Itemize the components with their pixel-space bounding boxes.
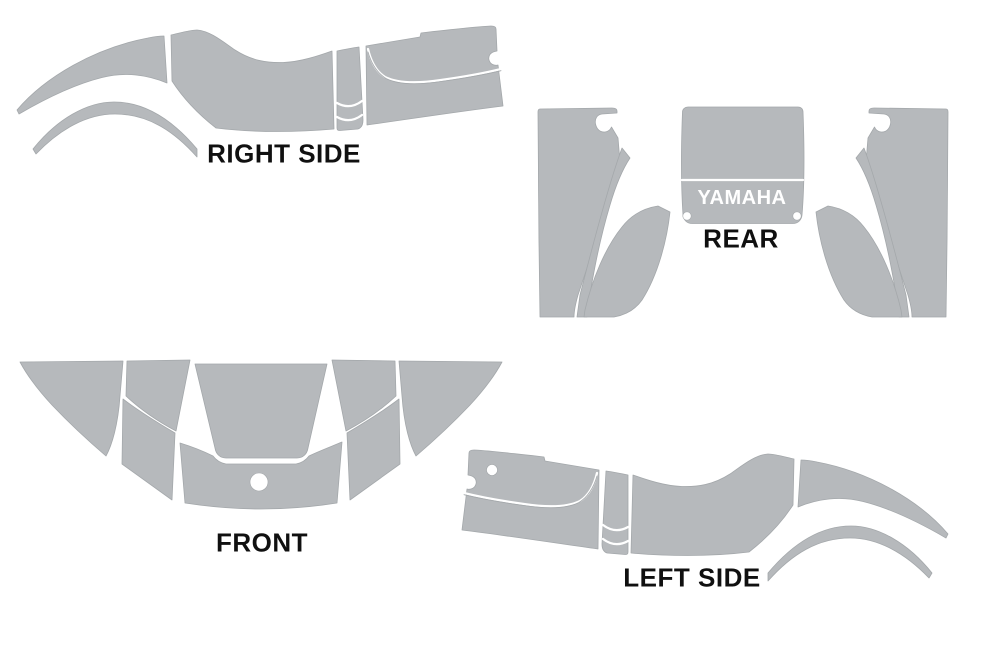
front-view <box>19 359 503 510</box>
left-side-view <box>460 448 950 583</box>
left-side-label: LEFT SIDE <box>623 562 761 593</box>
yamaha-logo: YAMAHA <box>698 187 787 209</box>
mounting-hole-right <box>792 211 802 221</box>
right-side-label: RIGHT SIDE <box>207 138 361 169</box>
mounting-hole-left <box>682 211 692 221</box>
side-panel-hole <box>486 464 498 476</box>
left-side-view-shapes <box>460 448 950 583</box>
front-left-half <box>19 359 191 501</box>
rear-view: YAMAHA <box>537 106 949 318</box>
right-side-view-shapes <box>15 24 505 159</box>
front-label: FRONT <box>215 527 309 558</box>
right-side-view <box>15 24 505 159</box>
rear-right-cluster <box>815 107 949 318</box>
rear-left-cluster <box>537 107 671 318</box>
bumper-hole <box>249 472 269 492</box>
rear-center-panel <box>681 106 805 224</box>
rear-label: REAR <box>703 223 779 254</box>
front-hood-panel <box>194 363 328 459</box>
